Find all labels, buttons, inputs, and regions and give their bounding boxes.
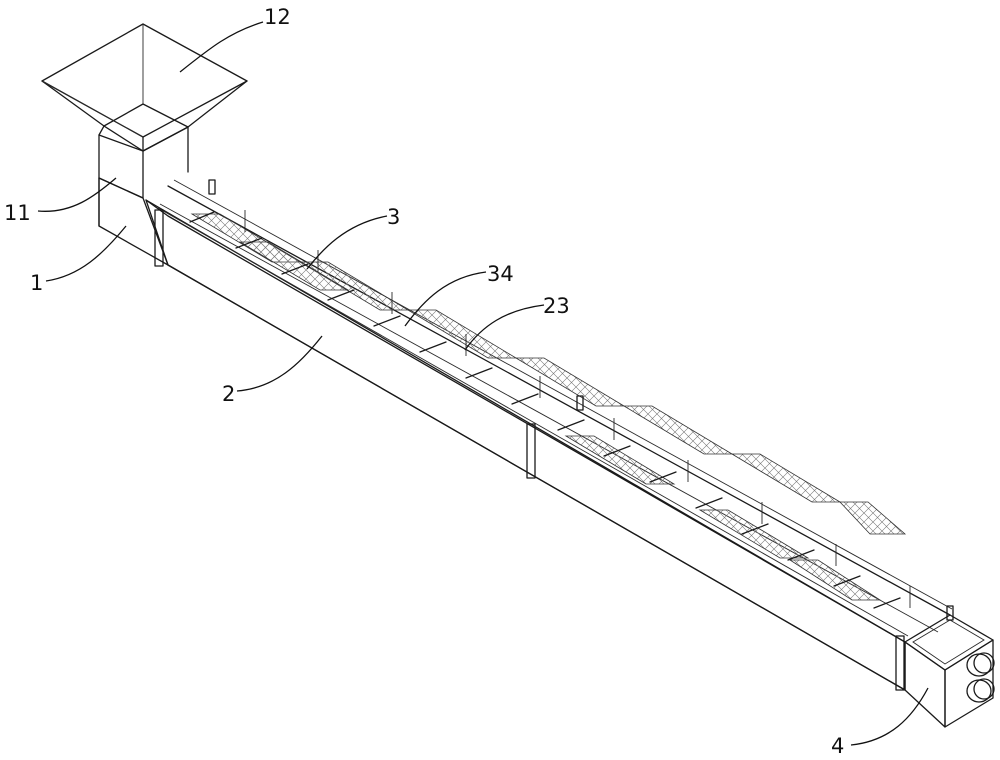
label-mesh: 34 bbox=[487, 262, 514, 286]
outlet-pipes bbox=[966, 652, 995, 703]
part-labels: 12 11 1 3 34 23 2 4 bbox=[4, 5, 844, 758]
label-housing: 1 bbox=[30, 271, 43, 295]
mesh-screen bbox=[190, 213, 907, 601]
label-hopper: 12 bbox=[264, 5, 291, 29]
brackets bbox=[154, 179, 954, 691]
inlet-housing bbox=[98, 177, 169, 266]
leader-lines bbox=[37, 21, 929, 746]
label-outlet: 4 bbox=[831, 734, 844, 758]
label-screw: 3 bbox=[387, 205, 400, 229]
label-trough: 2 bbox=[222, 382, 235, 406]
trough bbox=[145, 179, 953, 691]
cross-bars bbox=[189, 211, 901, 609]
label-feed-box: 11 bbox=[4, 201, 31, 225]
label-frame: 23 bbox=[543, 294, 570, 318]
outlet-box bbox=[904, 614, 995, 728]
frame-posts bbox=[244, 210, 911, 608]
hopper bbox=[41, 23, 248, 152]
